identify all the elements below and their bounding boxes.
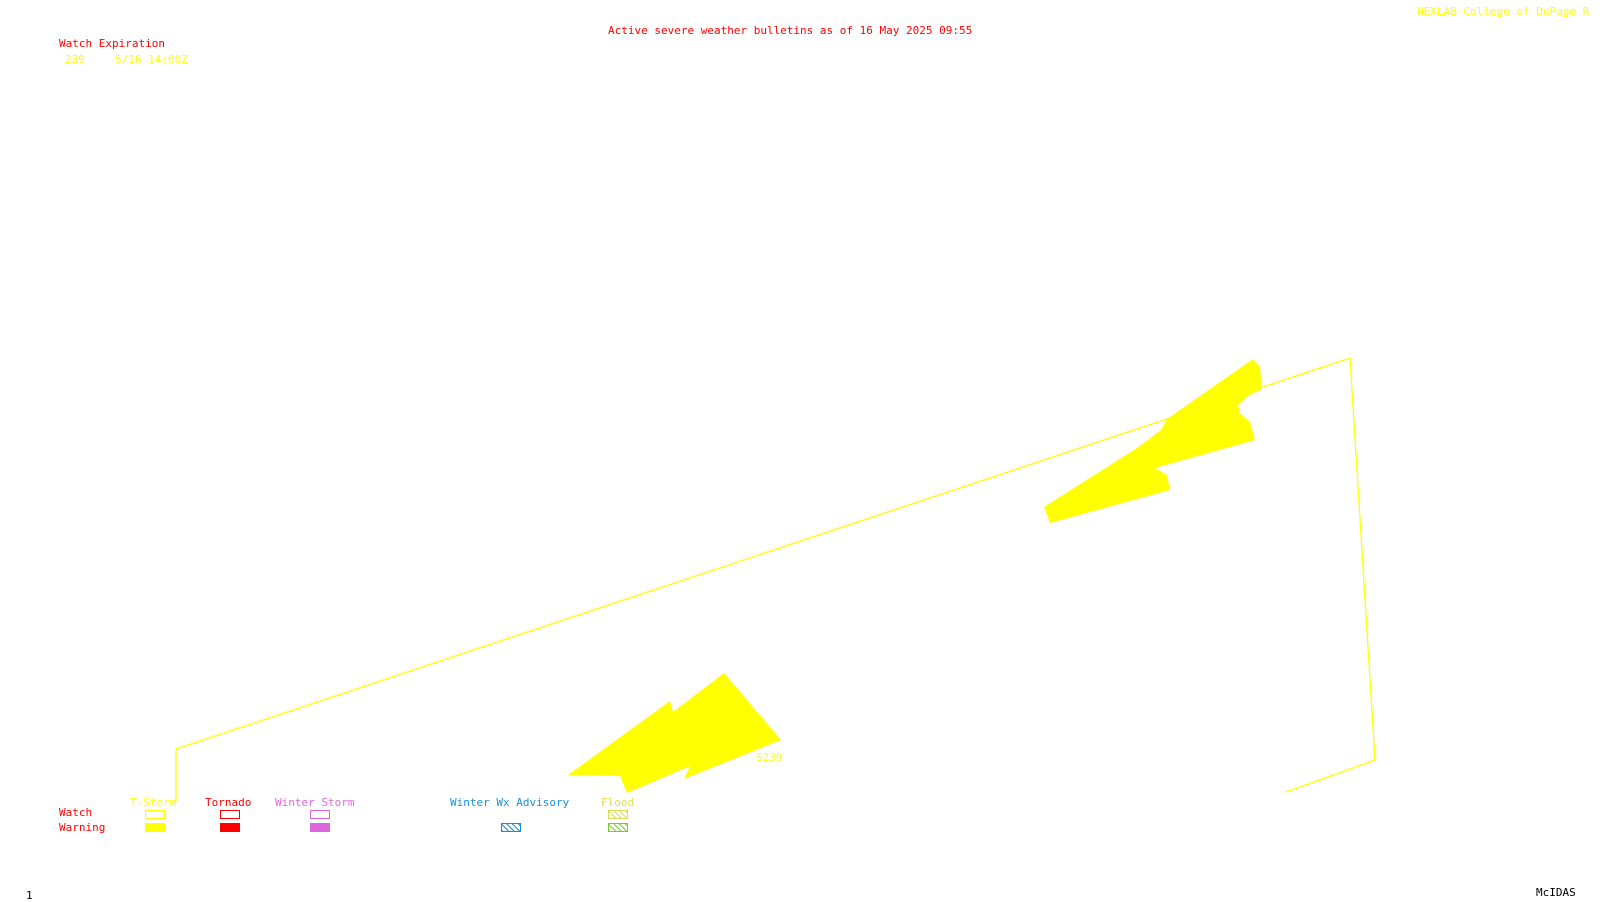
legend-tstorm-watch-swatch	[145, 810, 165, 819]
watch-expiration-heading: Watch Expiration	[59, 37, 165, 50]
legend-winter-advisory-swatch	[501, 823, 521, 832]
legend-row-watch: Watch	[59, 806, 93, 819]
legend-flood-warning-swatch	[608, 823, 628, 832]
credit-label: NEXLAB-College of DuPage R	[1417, 5, 1590, 18]
watch-outline-239	[175, 357, 1376, 802]
watch-label: S239	[756, 751, 783, 764]
legend-row-warning: Warning	[59, 821, 106, 834]
legend-tstorm-warning-swatch	[145, 823, 165, 832]
legend-col-flood: Flood	[601, 796, 635, 809]
legend-col-tstorm: T-Storm	[130, 796, 177, 809]
legend-col-winter-storm: Winter Storm	[275, 796, 355, 809]
legend-tornado-warning-swatch	[220, 823, 240, 832]
legend-col-winter-advisory: Winter Wx Advisory	[450, 796, 570, 809]
frame-number: 1	[26, 889, 33, 902]
legend-winter-storm-watch-swatch	[310, 810, 330, 819]
watch-expiry-time: 5/16 14:00Z	[115, 53, 188, 66]
legend-tornado-watch-swatch	[220, 810, 240, 819]
software-label: McIDAS	[1536, 886, 1576, 899]
watch-number: 239	[65, 53, 85, 66]
tstorm-warning-polygon-s	[568, 673, 781, 793]
legend-flood-watch-swatch	[608, 810, 628, 819]
tstorm-warning-polygon-ne	[1044, 359, 1262, 523]
legend-col-tornado: Tornado	[205, 796, 252, 809]
legend-winter-storm-warning-swatch	[310, 823, 330, 832]
page-title: Active severe weather bulletins as of 16…	[608, 24, 973, 37]
